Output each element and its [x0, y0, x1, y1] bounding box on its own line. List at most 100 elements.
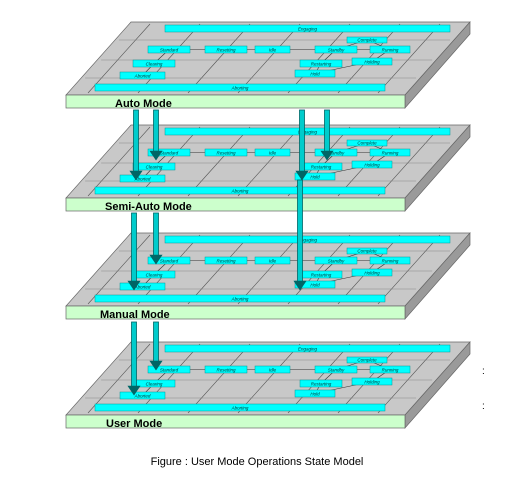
state-box-s9: [294, 280, 336, 289]
state-label-s9: Hold: [310, 71, 320, 76]
transition-arrow: [127, 212, 141, 291]
state-box-s1: [147, 45, 191, 54]
state-box-s5: [346, 356, 388, 364]
state-box-s2: [204, 148, 248, 157]
arrow-head: [127, 280, 141, 291]
state-box-s8: [351, 268, 393, 277]
side-mark-2: :: [482, 401, 485, 412]
arrow-head: [129, 170, 143, 181]
state-box-s5: [346, 36, 388, 44]
transition-arrow: [127, 321, 141, 396]
state-label-s3: Idle: [269, 47, 277, 52]
grid-line: [237, 126, 301, 197]
arrow-shaft: [131, 212, 137, 283]
state-label-top: Engaging: [298, 26, 318, 31]
state-box-s5: [346, 247, 388, 255]
state-label-s9: Hold: [310, 282, 320, 287]
state-box-s11: [119, 391, 166, 400]
state-label-s2: Resetting: [216, 258, 236, 263]
state-label-s4: Standby: [328, 47, 345, 52]
arrow-head: [149, 360, 163, 371]
transition-arrow: [149, 109, 163, 161]
figure-caption: Figure : User Mode Operations State Mode…: [150, 456, 364, 468]
state-box-s8: [351, 377, 393, 386]
arrow-head: [149, 150, 163, 161]
grid-line: [377, 126, 441, 197]
state-label-bottom: Aborting: [231, 405, 249, 410]
state-box-s9: [294, 69, 336, 78]
state-label-s3: Idle: [269, 367, 277, 372]
transition-arrow: [295, 109, 309, 181]
grid-line: [87, 126, 151, 197]
state-label-s3: Idle: [269, 258, 277, 263]
state-box-s3: [254, 45, 291, 54]
state-label-s10: Clearing: [146, 381, 163, 386]
state-box-s7: [299, 59, 343, 68]
state-label-s10: Clearing: [146, 272, 163, 277]
state-label-s4: Standby: [328, 150, 345, 155]
grid-line: [187, 126, 251, 197]
state-label-top: Engaging: [298, 237, 318, 242]
state-box-s4: [314, 256, 358, 265]
plate-front: [65, 197, 406, 212]
arrow-head: [149, 254, 163, 265]
state-box-s10: [132, 162, 176, 171]
state-box-s6: [369, 256, 411, 265]
plate-front: [65, 414, 406, 429]
state-label-s4: Standby: [328, 258, 345, 263]
state-label-s10: Clearing: [146, 61, 163, 66]
arrow-head: [295, 170, 309, 181]
arrow-shaft: [153, 321, 159, 363]
state-label-s8: Holding: [364, 59, 380, 64]
grid-line: [237, 234, 301, 305]
state-label-s10: Clearing: [146, 164, 163, 169]
plate-front: [65, 94, 406, 109]
grid-line: [87, 23, 151, 94]
state-box-s3: [254, 148, 291, 157]
state-label-s9: Hold: [310, 174, 320, 179]
mode-label: User Mode: [106, 418, 162, 430]
state-box-s3: [254, 256, 291, 265]
state-box-s4: [314, 148, 358, 157]
grid-line: [87, 343, 151, 414]
plate-front: [65, 305, 406, 320]
state-label-s8: Holding: [364, 379, 380, 384]
state-label-s6: Running: [382, 150, 399, 155]
state-box-s9: [294, 172, 336, 181]
state-label-s11: Aborted: [134, 176, 151, 181]
arrow-shaft: [153, 212, 159, 257]
mode-label: Manual Mode: [100, 309, 170, 321]
state-label-s6: Running: [382, 367, 399, 372]
grid-line: [187, 343, 251, 414]
arrow-shaft: [324, 109, 330, 153]
grid-line: [287, 23, 351, 94]
grid-line: [87, 234, 151, 305]
state-box-bottom: [94, 294, 386, 303]
state-box-s2: [204, 365, 248, 374]
state-label-s3: Idle: [269, 150, 277, 155]
state-box-bottom: [94, 83, 386, 92]
arrow-head: [320, 150, 334, 161]
state-label-bottom: Aborting: [231, 296, 249, 301]
state-label-s1: Standard: [160, 150, 179, 155]
transition-arrow: [320, 109, 334, 161]
state-box-top: [164, 127, 451, 136]
grid-line: [377, 234, 441, 305]
state-box-s6: [369, 148, 411, 157]
state-label-s7: Restarting: [311, 61, 332, 66]
grid-line: [237, 343, 301, 414]
state-label-s5: Complete: [357, 140, 377, 145]
state-label-s7: Restarting: [311, 381, 332, 386]
state-label-bottom: Aborting: [231, 85, 249, 90]
mode-label: Auto Mode: [115, 98, 172, 110]
arrow-head: [293, 280, 307, 291]
state-label-s7: Restarting: [311, 164, 332, 169]
grid-line: [287, 234, 351, 305]
state-label-top: Engaging: [298, 129, 318, 134]
grid-line: [137, 234, 201, 305]
transition-arrow: [149, 321, 163, 371]
